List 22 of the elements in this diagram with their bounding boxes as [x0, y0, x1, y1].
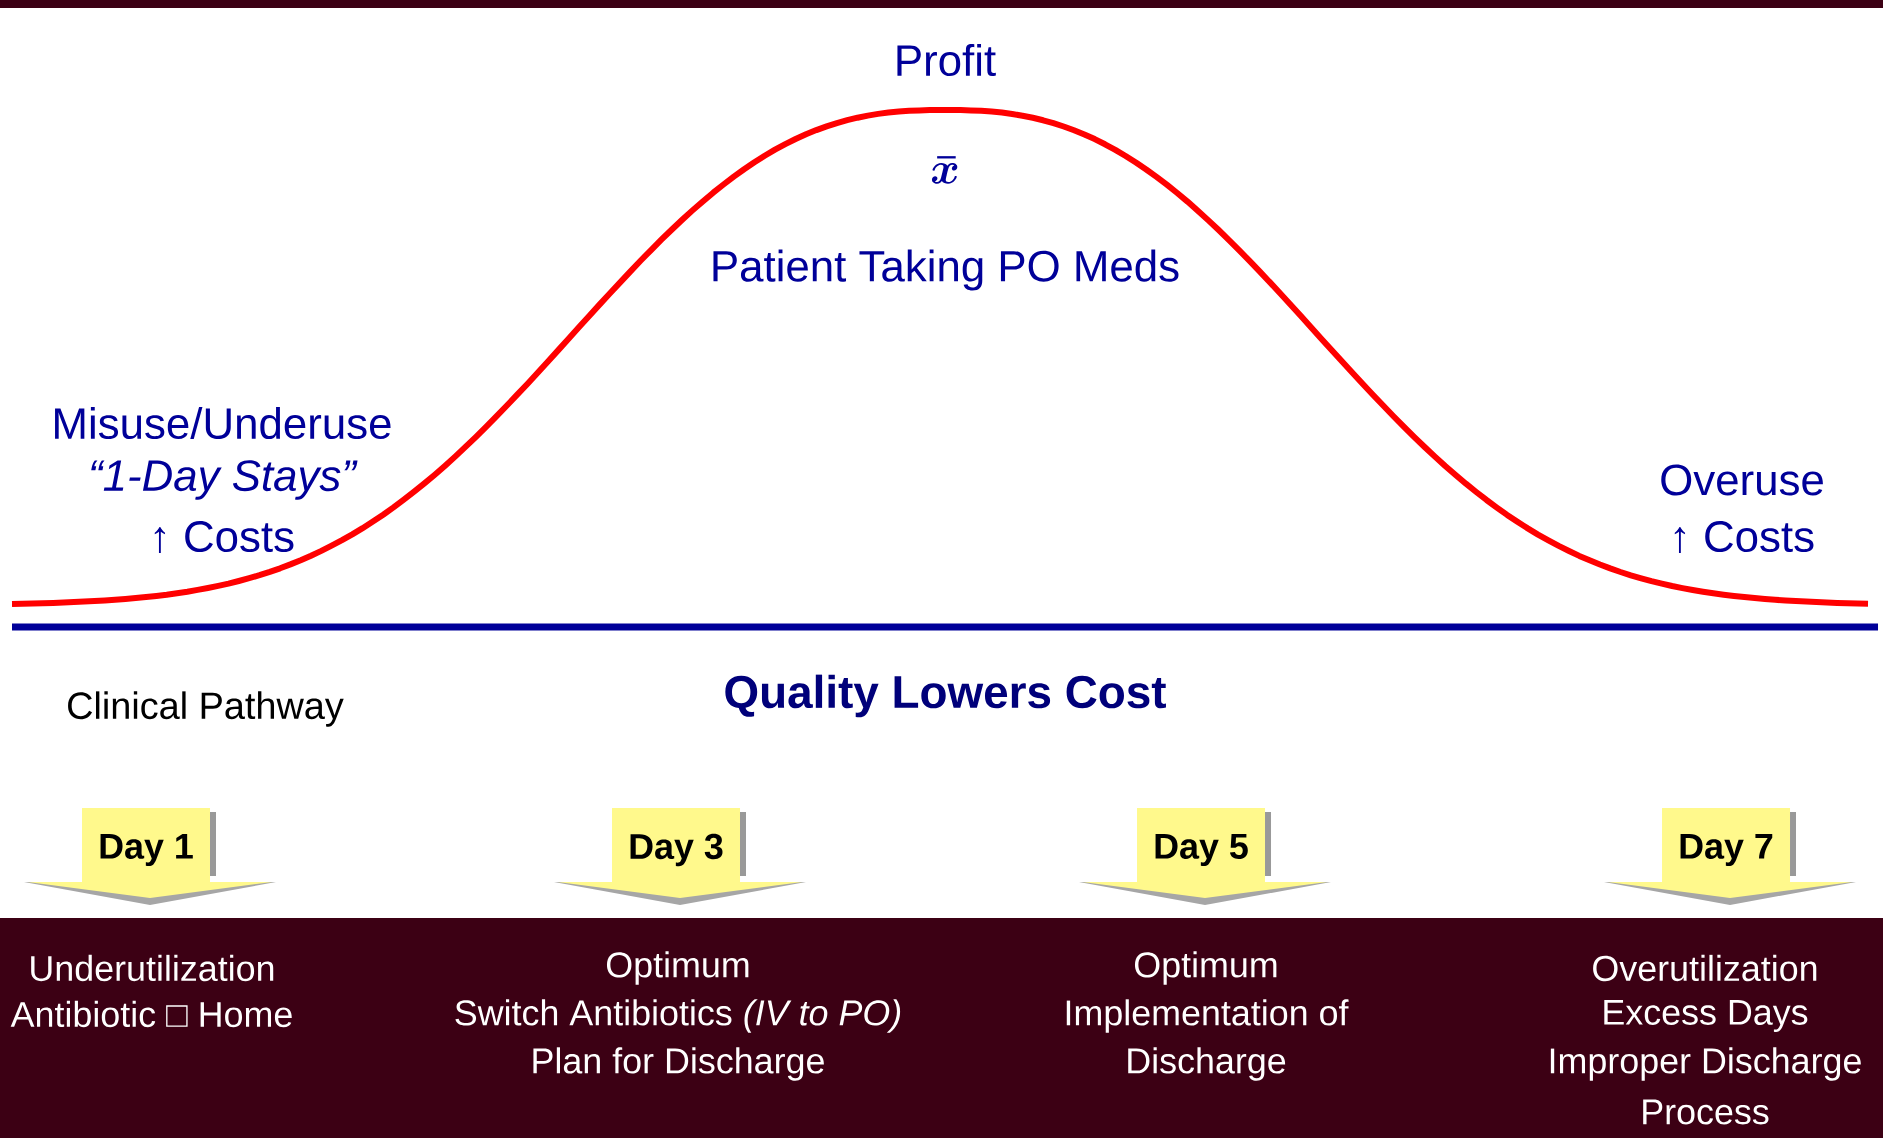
section-label: Clinical Pathway — [68, 691, 344, 727]
curve-label: ↑ Costs — [154, 521, 294, 553]
footer-text: Excess Days — [1604, 999, 1808, 1033]
curve-label: Patient Taking PO Meds — [713, 249, 1179, 291]
footer-text: Improper Discharge — [1550, 1047, 1861, 1081]
curve-label: Profit — [897, 43, 996, 77]
footer-text: Process — [1643, 1099, 1769, 1125]
curve-label: “1-Day Stays” — [91, 460, 358, 500]
footer-text: Antibiotic □ Home — [10, 1000, 292, 1028]
curve-label: Misuse/Underuse — [55, 406, 391, 440]
footer-text: Implementation of — [1066, 999, 1349, 1033]
footer-text: Underutilization — [31, 954, 274, 982]
footer-text: Optimum — [1135, 951, 1277, 985]
footer-text: Switch Antibiotics (IV to PO) — [455, 999, 901, 1033]
mean-symbol: $\bar{x}$ — [931, 156, 958, 184]
curve-label: Overuse — [1661, 464, 1823, 496]
footer-text: Overutilization — [1593, 954, 1817, 982]
footer-text: Plan for Discharge — [533, 1047, 824, 1081]
title: Quality Lowers Cost — [725, 674, 1166, 718]
footer-text: Discharge — [1128, 1047, 1286, 1081]
footer-text: Optimum — [606, 951, 749, 985]
curve-label: ↑ Costs — [1674, 521, 1814, 553]
